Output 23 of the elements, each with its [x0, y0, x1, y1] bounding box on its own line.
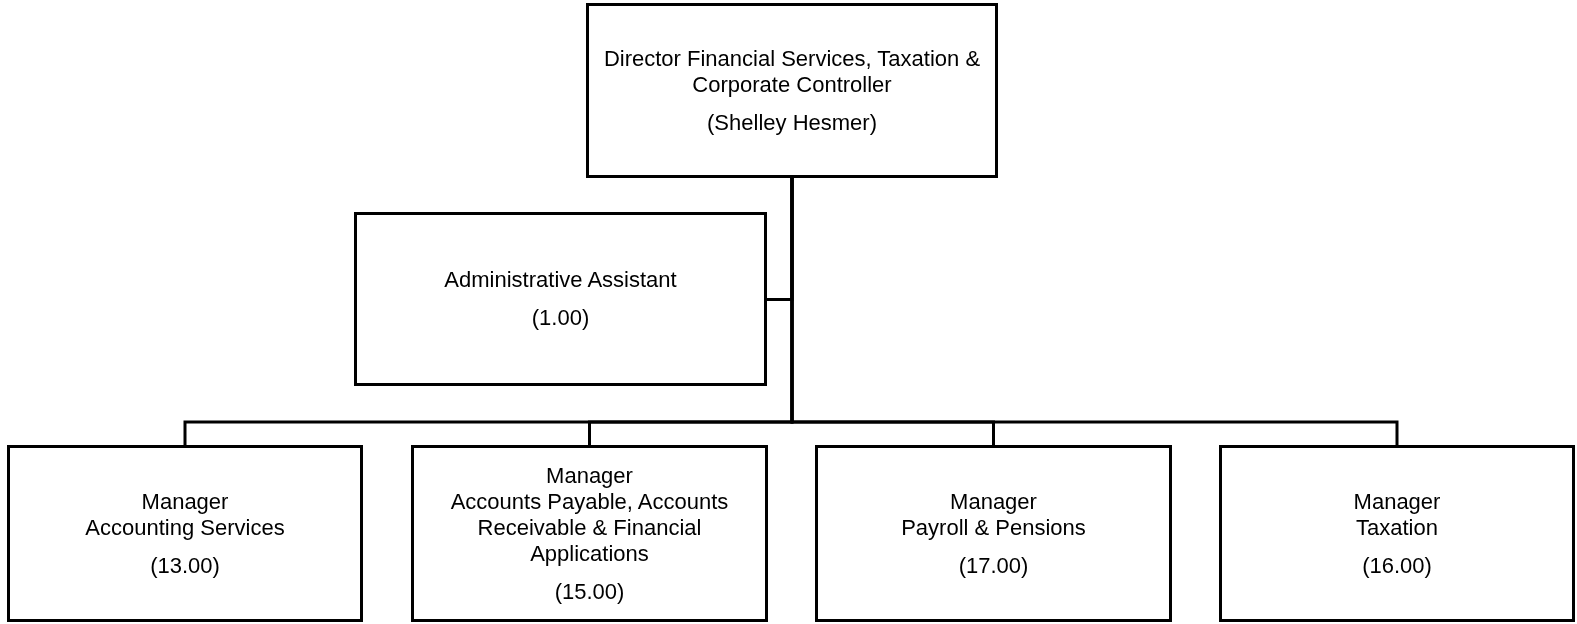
position-title: Director Financial Services, Taxation & Corporate Controller [602, 45, 982, 98]
department-name: Accounts Payable, Accounts Receivable & Financial Applications [449, 488, 730, 567]
position-detail: (Shelley Hesmer) [707, 109, 877, 136]
department-name: Accounting Services [85, 514, 285, 541]
position-title: Manager [141, 488, 229, 515]
position-title: Manager [950, 488, 1037, 515]
org-box [7, 445, 363, 622]
org-box [354, 212, 767, 386]
position-title: Administrative Assistant [444, 267, 677, 293]
position-title: Manager [1353, 488, 1441, 515]
position-detail: (17.00) [958, 552, 1029, 579]
position-detail: (1.00) [531, 305, 590, 331]
connector-line [790, 178, 1399, 445]
org-box [586, 3, 998, 178]
department-name: Payroll & Pensions [901, 514, 1086, 541]
org-box [815, 445, 1172, 622]
department-name: Taxation [1356, 514, 1438, 541]
position-detail: (15.00) [554, 578, 625, 605]
position-detail: (13.00) [150, 552, 220, 579]
position-detail: (16.00) [1362, 552, 1432, 579]
position-title: Manager [546, 462, 633, 489]
org-box [1219, 445, 1575, 622]
org-box [411, 445, 768, 622]
